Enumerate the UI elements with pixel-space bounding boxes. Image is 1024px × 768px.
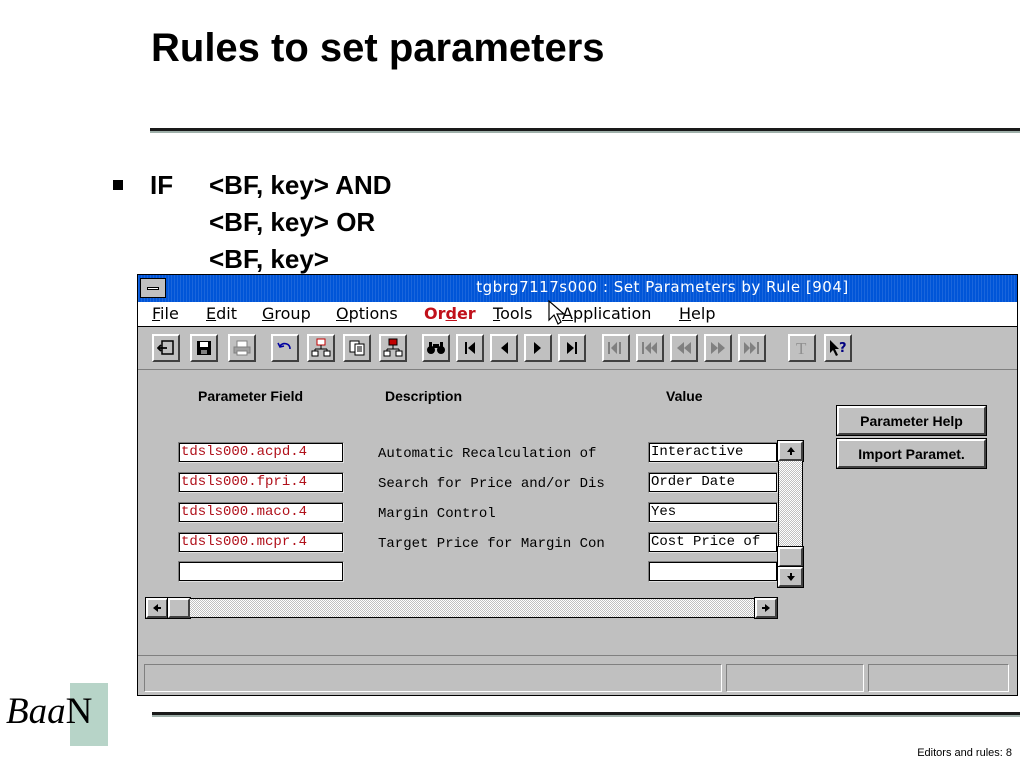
page-number: Editors and rules: 8 [917, 747, 1012, 759]
value-input[interactable]: Interactive [648, 442, 778, 463]
menu-application[interactable]: Application [562, 304, 651, 323]
menu-application-hotkey: A [562, 304, 573, 323]
value-input[interactable]: Cost Price of [648, 532, 778, 553]
duplicate-record-icon[interactable] [379, 334, 407, 362]
print-icon[interactable] [228, 334, 256, 362]
bullet-square-icon [113, 180, 123, 190]
value-input[interactable]: Yes [648, 502, 778, 523]
vertical-scroll-thumb[interactable] [777, 546, 804, 568]
menu-order-hotkey: d [445, 304, 457, 323]
last-record-icon[interactable] [558, 334, 586, 362]
column-header-field: Parameter Field [198, 388, 304, 404]
scroll-up-icon[interactable] [777, 440, 804, 462]
status-panel-middle [726, 664, 864, 692]
description-text: Search for Price and/or Dis [378, 476, 605, 492]
status-panel-main [144, 664, 722, 692]
window-title: tgbrg7117s000 : Set Parameters by Rule [… [476, 278, 849, 296]
text-icon[interactable]: T [788, 334, 816, 362]
column-header-value: Value [666, 388, 703, 404]
next-page-icon[interactable] [704, 334, 732, 362]
menu-group[interactable]: Group [262, 304, 311, 323]
first-record-icon[interactable] [456, 334, 484, 362]
parameter-field-input[interactable]: tdsls000.maco.4 [178, 502, 344, 523]
scroll-down-icon[interactable] [777, 566, 804, 588]
horizontal-scroll-track[interactable] [190, 598, 755, 618]
menu-edit[interactable]: Edit [206, 304, 237, 323]
value-input[interactable]: Order Date [648, 472, 778, 493]
menu-order[interactable]: Order [424, 304, 476, 323]
menu-order-prefix: Or [424, 304, 446, 323]
logo-accent-block [70, 683, 108, 746]
menu-group-hotkey: G [262, 304, 275, 323]
menu-application-label: pplication [572, 304, 652, 323]
undo-icon[interactable] [271, 334, 299, 362]
save-icon[interactable] [190, 334, 218, 362]
description-text: Margin Control [378, 506, 496, 522]
vertical-scrollbar[interactable] [777, 440, 804, 588]
title-divider [150, 128, 1020, 133]
menu-order-label: er [456, 304, 476, 323]
status-bar [138, 655, 1017, 695]
bullet-line-3: <BF, key> [209, 244, 329, 274]
menu-edit-label: dit [216, 304, 237, 323]
logo-text-part-1: Baa [6, 691, 66, 732]
column-header-description: Description [385, 388, 463, 404]
menu-file-hotkey: F [152, 304, 161, 323]
menu-tools-hotkey: T [493, 304, 501, 323]
find-icon[interactable] [422, 334, 450, 362]
title-bar[interactable]: tgbrg7117s000 : Set Parameters by Rule [… [138, 275, 1017, 302]
context-help-icon[interactable]: ? [824, 334, 852, 362]
menu-file-label: ile [160, 304, 179, 323]
menu-help[interactable]: Help [679, 304, 715, 323]
horizontal-scrollbar[interactable] [145, 597, 778, 619]
menu-edit-hotkey: E [206, 304, 217, 323]
copy-icon[interactable] [343, 334, 371, 362]
app-window: tgbrg7117s000 : Set Parameters by Rule [… [137, 274, 1018, 696]
import-parameters-button[interactable]: Import Paramet. [836, 438, 987, 469]
menu-tools-label: ools [500, 304, 533, 323]
mouse-cursor-icon [548, 299, 566, 331]
description-text: Target Price for Margin Con [378, 536, 605, 552]
baan-logo: BaaN [6, 690, 92, 733]
previous-record-icon[interactable] [490, 334, 518, 362]
scroll-left-icon[interactable] [145, 597, 169, 619]
first-group-icon[interactable] [602, 334, 630, 362]
value-input[interactable] [648, 561, 778, 582]
description-text: Automatic Recalculation of [378, 446, 597, 462]
svg-text:?: ? [839, 341, 847, 356]
horizontal-scroll-thumb[interactable] [167, 597, 191, 619]
parameter-field-input[interactable] [178, 561, 344, 582]
logo-text-part-2: N [65, 691, 93, 732]
bullet-line-1: <BF, key> AND [209, 170, 392, 200]
system-menu-icon[interactable] [140, 278, 166, 298]
bullet-keyword: IF [150, 170, 174, 200]
menu-file[interactable]: File [152, 304, 179, 323]
last-group-icon[interactable] [738, 334, 766, 362]
next-record-icon[interactable] [524, 334, 552, 362]
previous-group-icon[interactable] [636, 334, 664, 362]
menu-help-hotkey: H [679, 304, 692, 323]
parameter-field-input[interactable]: tdsls000.acpd.4 [178, 442, 344, 463]
menu-options-label: ptions [348, 304, 398, 323]
menu-bar: File Edit Group Options Order Tools Appl… [138, 302, 1017, 327]
previous-page-icon[interactable] [670, 334, 698, 362]
slide-title: Rules to set parameters [151, 26, 605, 70]
parameter-help-button[interactable]: Parameter Help [836, 405, 987, 436]
scroll-right-icon[interactable] [754, 597, 778, 619]
insert-record-icon[interactable] [307, 334, 335, 362]
footer-divider [152, 712, 1020, 717]
menu-help-label: elp [691, 304, 716, 323]
menu-options-hotkey: O [336, 304, 349, 323]
bullet-line-2: <BF, key> OR [209, 207, 376, 237]
svg-text:T: T [796, 340, 807, 356]
menu-options[interactable]: Options [336, 304, 398, 323]
toolbar: T ? [138, 327, 1017, 370]
menu-tools[interactable]: Tools [493, 304, 532, 323]
parameter-field-input[interactable]: tdsls000.mcpr.4 [178, 532, 344, 553]
status-panel-right [868, 664, 1009, 692]
menu-group-label: roup [274, 304, 311, 323]
parameter-field-input[interactable]: tdsls000.fpri.4 [178, 472, 344, 493]
exit-icon[interactable] [152, 334, 180, 362]
